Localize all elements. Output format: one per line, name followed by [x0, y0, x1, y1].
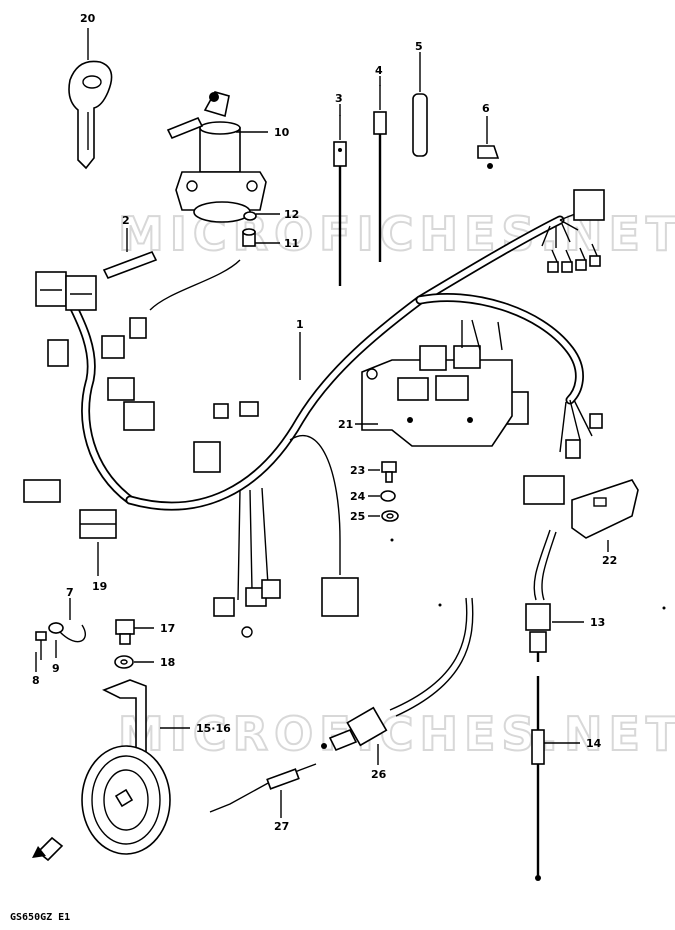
callout-10: 10	[274, 126, 290, 139]
callout-26: 26	[371, 768, 387, 781]
callout-1: 1	[296, 318, 304, 331]
callout-labels: 20 10 12 11 2 3 4 5 6 1 21 23 24 25 22 1…	[32, 12, 617, 833]
bolt-part-23[interactable]	[381, 461, 397, 483]
horn-part-15-16[interactable]	[81, 679, 171, 855]
stray-dot	[662, 606, 666, 610]
cable-part-14[interactable]	[531, 676, 545, 881]
key-part[interactable]	[68, 60, 113, 170]
connector-left-1[interactable]	[47, 317, 147, 367]
bolt-part-17[interactable]	[115, 619, 135, 645]
callout-18: 18	[160, 656, 175, 669]
connector-bottom-mid[interactable]	[213, 577, 359, 638]
washer-part-12[interactable]	[243, 211, 257, 221]
bracket-part-22[interactable]	[571, 479, 639, 539]
callout-14: 14	[586, 737, 602, 750]
screw-part-11[interactable]	[242, 228, 256, 247]
strap-part-5[interactable]	[412, 60, 428, 157]
callout-21: 21	[338, 418, 353, 431]
callout-2: 2	[122, 214, 130, 227]
connector-left-2[interactable]	[23, 377, 155, 503]
callout-12: 12	[284, 208, 299, 221]
clip-part-6[interactable]	[477, 116, 500, 169]
main-harness-part-1[interactable]	[65, 211, 584, 601]
rod-part-3[interactable]	[333, 115, 347, 286]
callout-22: 22	[602, 554, 617, 567]
screw-part-8[interactable]	[35, 631, 47, 660]
callout-27: 27	[274, 820, 289, 833]
callout-13: 13	[590, 616, 605, 629]
leader-lines	[35, 28, 609, 818]
model-code-label: GS650GZ E1	[10, 912, 70, 923]
callout-23: 23	[350, 464, 365, 477]
stray-dot	[438, 603, 442, 607]
callout-17: 17	[160, 622, 175, 635]
callout-7: 7	[66, 586, 74, 599]
callout-6: 6	[482, 102, 490, 115]
washer-part-9[interactable]	[48, 622, 64, 634]
callout-24: 24	[350, 490, 366, 503]
callout-9: 9	[52, 662, 60, 675]
ignition-switch-part[interactable]	[166, 91, 267, 223]
callout-11: 11	[284, 237, 299, 250]
washer-part-25[interactable]	[381, 510, 399, 522]
callout-5: 5	[415, 40, 423, 53]
callout-25: 25	[350, 510, 365, 523]
switch-part-13[interactable]	[525, 529, 557, 662]
nut-part-24[interactable]	[380, 490, 396, 502]
rod-part-4[interactable]	[373, 85, 387, 262]
clamp-part-2[interactable]	[102, 250, 158, 280]
callout-20: 20	[80, 12, 96, 25]
direction-arrow-icon	[32, 836, 64, 862]
connector-top-right[interactable]	[547, 189, 605, 273]
callout-19: 19	[92, 580, 107, 593]
connector-top-left[interactable]	[35, 271, 97, 311]
connector-part-19[interactable]	[79, 509, 117, 539]
stray-dot	[390, 538, 394, 542]
switch-cable-part-26[interactable]	[321, 597, 474, 752]
callout-4: 4	[375, 64, 383, 77]
spring-part-27[interactable]	[209, 763, 317, 813]
callout-3: 3	[335, 92, 343, 105]
connector-mid[interactable]	[193, 401, 259, 473]
washer-part-18[interactable]	[114, 655, 134, 669]
callout-15-16: 15·16	[196, 722, 231, 735]
fuse-block-part-21[interactable]	[361, 319, 513, 447]
callout-8: 8	[32, 674, 40, 687]
